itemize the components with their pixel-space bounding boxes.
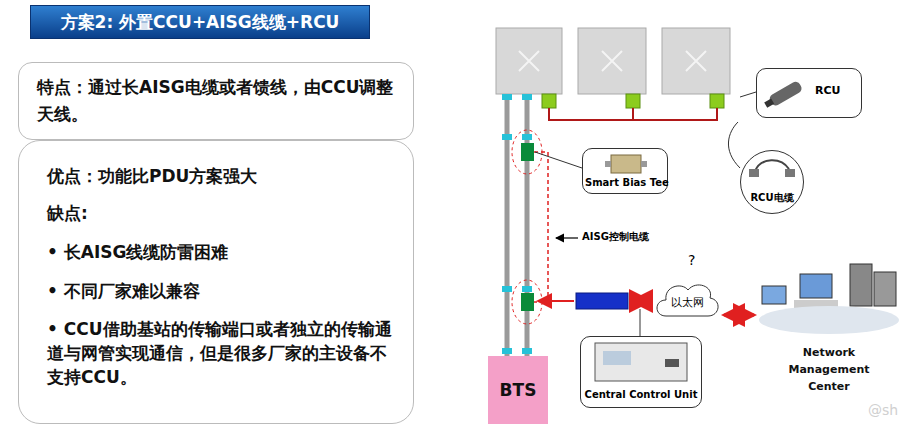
cable-icon [741, 151, 805, 215]
question-mark: ? [688, 252, 695, 268]
bts-box: BTS [488, 356, 548, 424]
cable-label: AISG控制电缆 [582, 230, 649, 244]
watermark: @sh [868, 402, 898, 418]
rcu-callout: RCU [756, 68, 862, 118]
node-text: 优点：功能比PDU方案强大 [47, 165, 397, 188]
node-text: BTS [500, 380, 537, 400]
node-text: RCU [815, 84, 853, 97]
node-text: Smart Bias Tee [585, 177, 665, 188]
node-text: 以太网 [671, 295, 704, 310]
node-text: Network Management Center [756, 344, 902, 395]
antenna [496, 28, 730, 94]
ccu-callout: Central Control Unit [580, 336, 702, 408]
title-banner: 方案2: 外置CCU+AISG线缆+RCU [30, 5, 370, 39]
node-text: 特点：通过长AISG电缆或者馈线，由CCU调整天线。 [37, 74, 395, 128]
bias-tee-callout: Smart Bias Tee [582, 148, 668, 194]
node-text: RCU电缆 [741, 191, 803, 205]
rcu-cable-callout: RCU电缆 [740, 150, 804, 214]
title-text: 方案2: 外置CCU+AISG线缆+RCU [61, 11, 340, 34]
node-text: • CCU借助基站的传输端口或者独立的传输通道与网管实现通信，但是很多厂家的主设… [47, 317, 397, 389]
node-text: • 不同厂家难以兼容 [47, 280, 397, 303]
rcu-icon [757, 69, 863, 119]
node-text: Central Control Unit [583, 389, 699, 400]
node-text: 缺点: [47, 202, 397, 225]
feature-box: 特点：通过长AISG电缆或者馈线，由CCU调整天线。 [18, 62, 414, 140]
connector [724, 314, 754, 317]
node-text: • 长AISG线缆防雷困难 [47, 241, 397, 264]
ethernet-cloud: 以太网 [652, 276, 722, 328]
pros-cons-box: 优点：功能比PDU方案强大缺点: • 长AISG线缆防雷困难 • 不同厂家难以兼容 •… [18, 140, 414, 424]
tee-icon [583, 149, 669, 195]
network-management-center: Network Management Center [756, 262, 902, 395]
